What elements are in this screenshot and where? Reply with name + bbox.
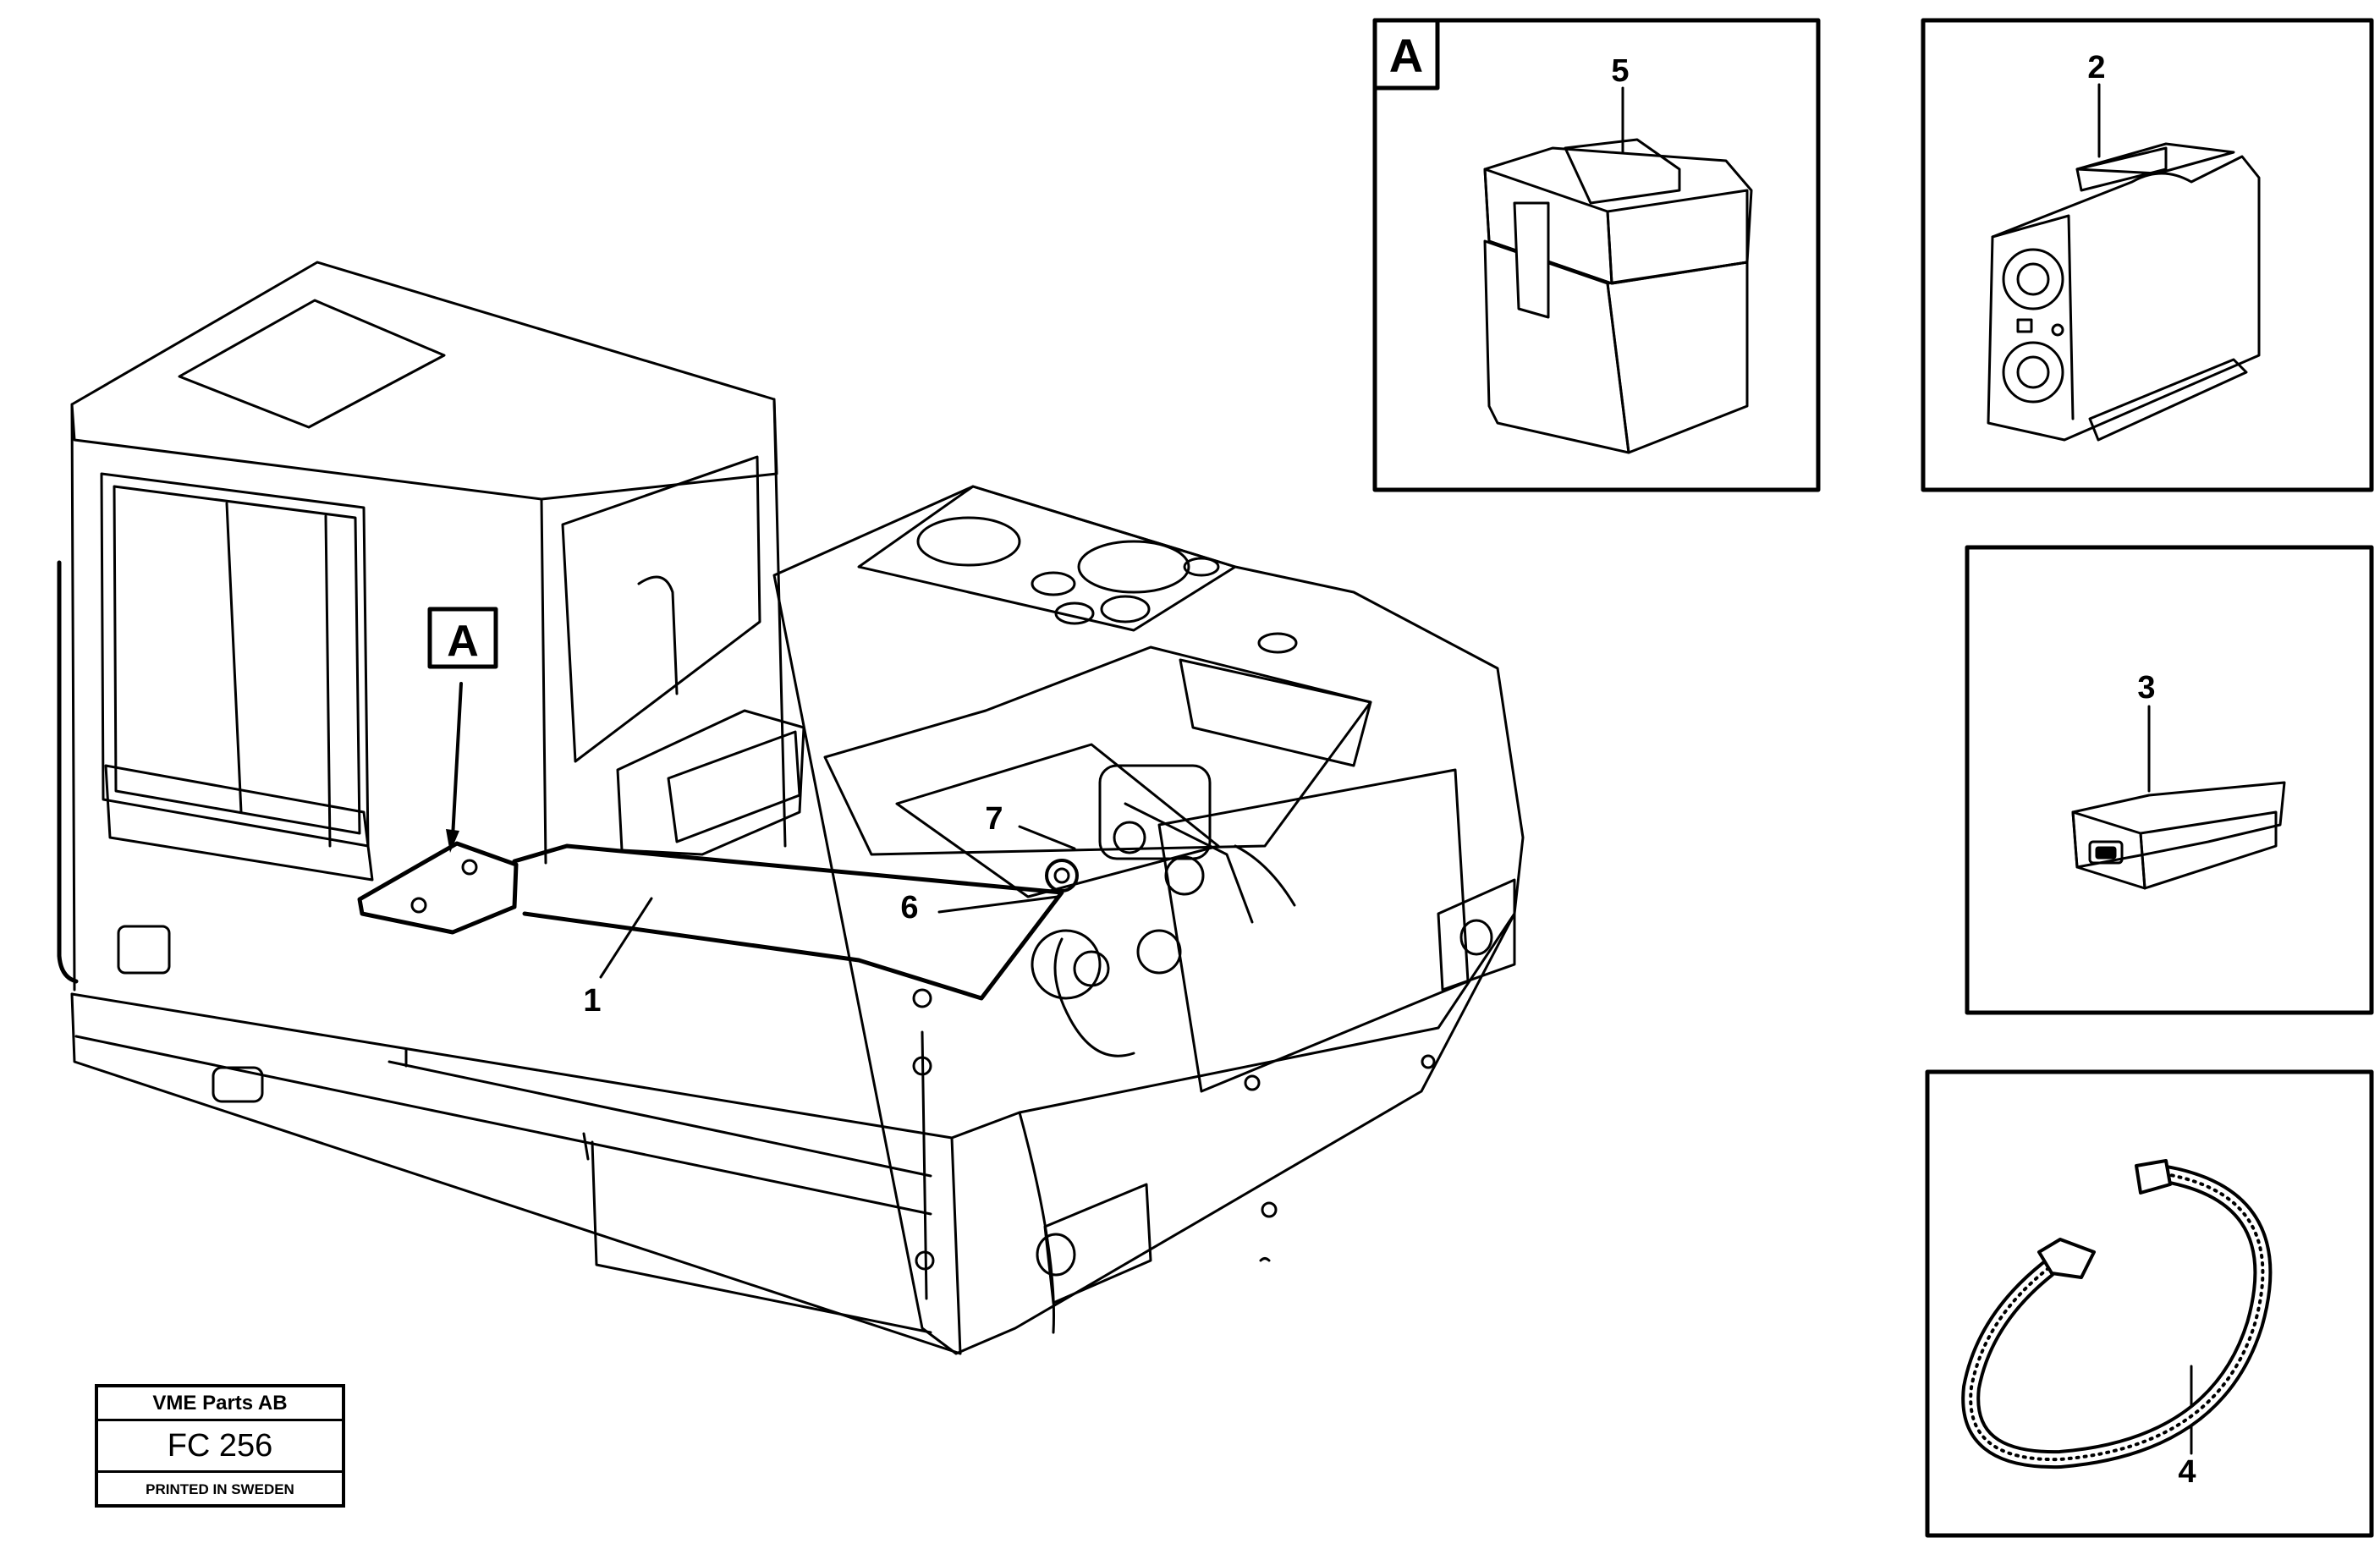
- title-stamp: VME Parts AB FC 256 PRINTED IN SWEDEN: [95, 1384, 345, 1508]
- cab: [57, 261, 787, 991]
- detail-box-A: A 5: [1372, 18, 1821, 492]
- filter-housing: [616, 709, 805, 856]
- detail-box-terminal: 3: [1965, 545, 2374, 1015]
- callout-5: 5: [1611, 53, 1629, 89]
- detail-box-A-label: A: [1389, 29, 1423, 82]
- detail-box-cable-tie: 4: [1925, 1069, 2374, 1538]
- detail-box-connector: 2: [1921, 18, 2374, 492]
- callout-1: 1: [583, 983, 601, 1019]
- terminal-part-icon: [2071, 781, 2286, 890]
- callout-2: 2: [2087, 50, 2105, 85]
- leader-7: 7: [985, 801, 1079, 893]
- stamp-printed: PRINTED IN SWEDEN: [146, 1481, 294, 1497]
- relay-part-icon: [1483, 138, 1753, 454]
- lower-frame: [70, 878, 1516, 1355]
- callout-4: 4: [2178, 1454, 2196, 1490]
- connector-part-icon: [1987, 142, 2261, 442]
- leader-6: 6: [900, 890, 1059, 926]
- stamp-company: VME Parts AB: [98, 1387, 342, 1421]
- stamp-figure-code: FC 256: [98, 1421, 342, 1473]
- excavator-drawing: [57, 261, 1525, 1355]
- relay-box: [357, 841, 1064, 1001]
- callout-6: 6: [900, 890, 918, 926]
- callout-A-flag: A: [427, 607, 498, 853]
- cable-tie-part-icon: [1961, 1159, 2273, 1469]
- callout-3: 3: [2137, 670, 2155, 706]
- engine-cover: [772, 485, 1525, 1355]
- engine-components: [1031, 764, 1296, 1057]
- callout-7: 7: [985, 801, 1003, 837]
- leader-1: 1: [583, 897, 653, 1019]
- callout-A-text: A: [447, 617, 479, 666]
